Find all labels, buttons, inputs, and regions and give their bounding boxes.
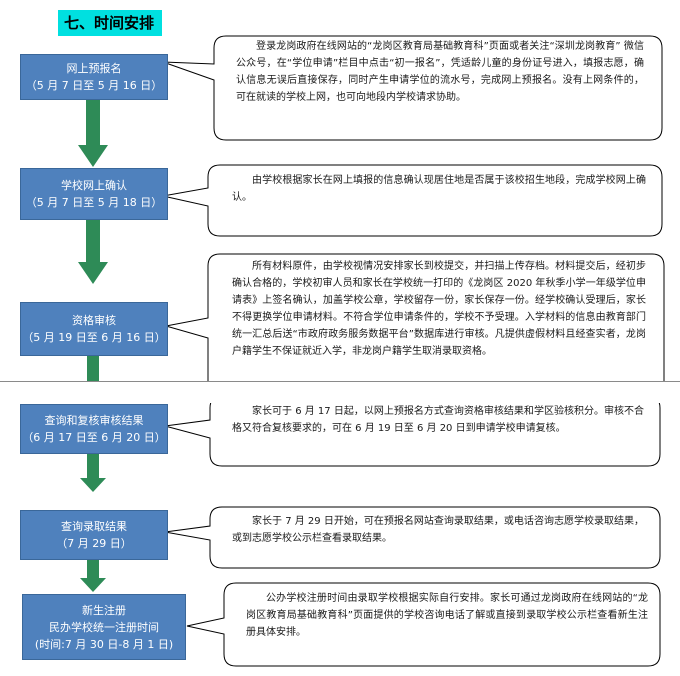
flow-arrow-4: [80, 454, 106, 492]
note-admission-results: 家长于 7 月 29 日开始，可在预报名网站查询录取结果，或电话咨询志愿学校录取…: [232, 516, 644, 544]
stage-box-review-results: 查询和复核审核结果 （6 月 17 日至 6 月 20 日）: [20, 404, 168, 454]
note-qualification-review: 所有材料原件，由学校视情况安排家长到校提交，并扫描上传存档。材料提交后，经初步确…: [232, 261, 646, 357]
stage-box-school-confirmation: 学校网上确认 （5 月 7 日至 5 月 18 日）: [20, 168, 168, 220]
page-gap: [0, 387, 680, 403]
stage-name: 查询和复核审核结果: [44, 414, 144, 427]
callout-bubble-2: [162, 164, 663, 237]
stage-name: 查询录取结果: [61, 520, 127, 533]
callout-bubble-1: [162, 35, 663, 141]
callout-bubble-5: [164, 506, 661, 569]
stage-name: 资格审核: [72, 314, 116, 327]
stage-dates: （6 月 17 日至 6 月 20 日）: [22, 431, 166, 444]
stage-name: 新生注册: [82, 603, 126, 617]
stage-dates: （5 月 7 日至 5 月 16 日）: [25, 79, 163, 92]
stage-dates: （7 月 29 日）: [56, 537, 132, 550]
note-review-results: 家长可于 6 月 17 日起，以网上预报名方式查询资格审核结果和学区验核积分。审…: [232, 406, 644, 434]
section-title: 七、时间安排: [58, 10, 163, 36]
stage-subtitle: 民办学校统一注册时间: [49, 620, 159, 634]
stage-dates: (时间:7 月 30 日-8 月 1 日): [34, 637, 174, 651]
stage-box-admission-results: 查询录取结果 （7 月 29 日）: [20, 510, 168, 560]
flow-arrow-5: [80, 560, 106, 592]
flow-arrow-3: [87, 355, 99, 381]
stage-box-pre-registration: 网上预报名 （5 月 7 日至 5 月 16 日）: [20, 54, 168, 100]
note-pre-registration: 登录龙岗政府在线网站的“龙岗区教育局基础教育科”页面或者关注“深圳龙岗教育” 微…: [236, 41, 644, 103]
stage-name: 学校网上确认: [61, 179, 127, 192]
flow-arrow-1: [78, 99, 108, 167]
stage-name: 网上预报名: [66, 62, 122, 75]
stage-dates: （5 月 7 日至 5 月 18 日）: [25, 196, 163, 209]
stage-box-qualification-review: 资格审核 （5 月 19 日至 6 月 16 日）: [20, 302, 168, 356]
note-school-confirmation: 由学校根据家长在网上填报的信息确认现居住地是否属于该校招生地段，完成学校网上确认…: [232, 175, 646, 203]
stage-dates: （5 月 19 日至 6 月 16 日）: [22, 331, 166, 344]
note-registration: 公办学校注册时间由录取学校根据实际自行安排。家长可通过龙岗政府在线网站的“龙岗区…: [246, 593, 648, 638]
callout-bubble-3: [165, 253, 665, 381]
stage-box-registration: 新生注册 民办学校统一注册时间 (时间:7 月 30 日-8 月 1 日): [22, 594, 186, 660]
flow-arrow-2: [78, 220, 108, 284]
callout-bubble-6: [186, 582, 661, 667]
